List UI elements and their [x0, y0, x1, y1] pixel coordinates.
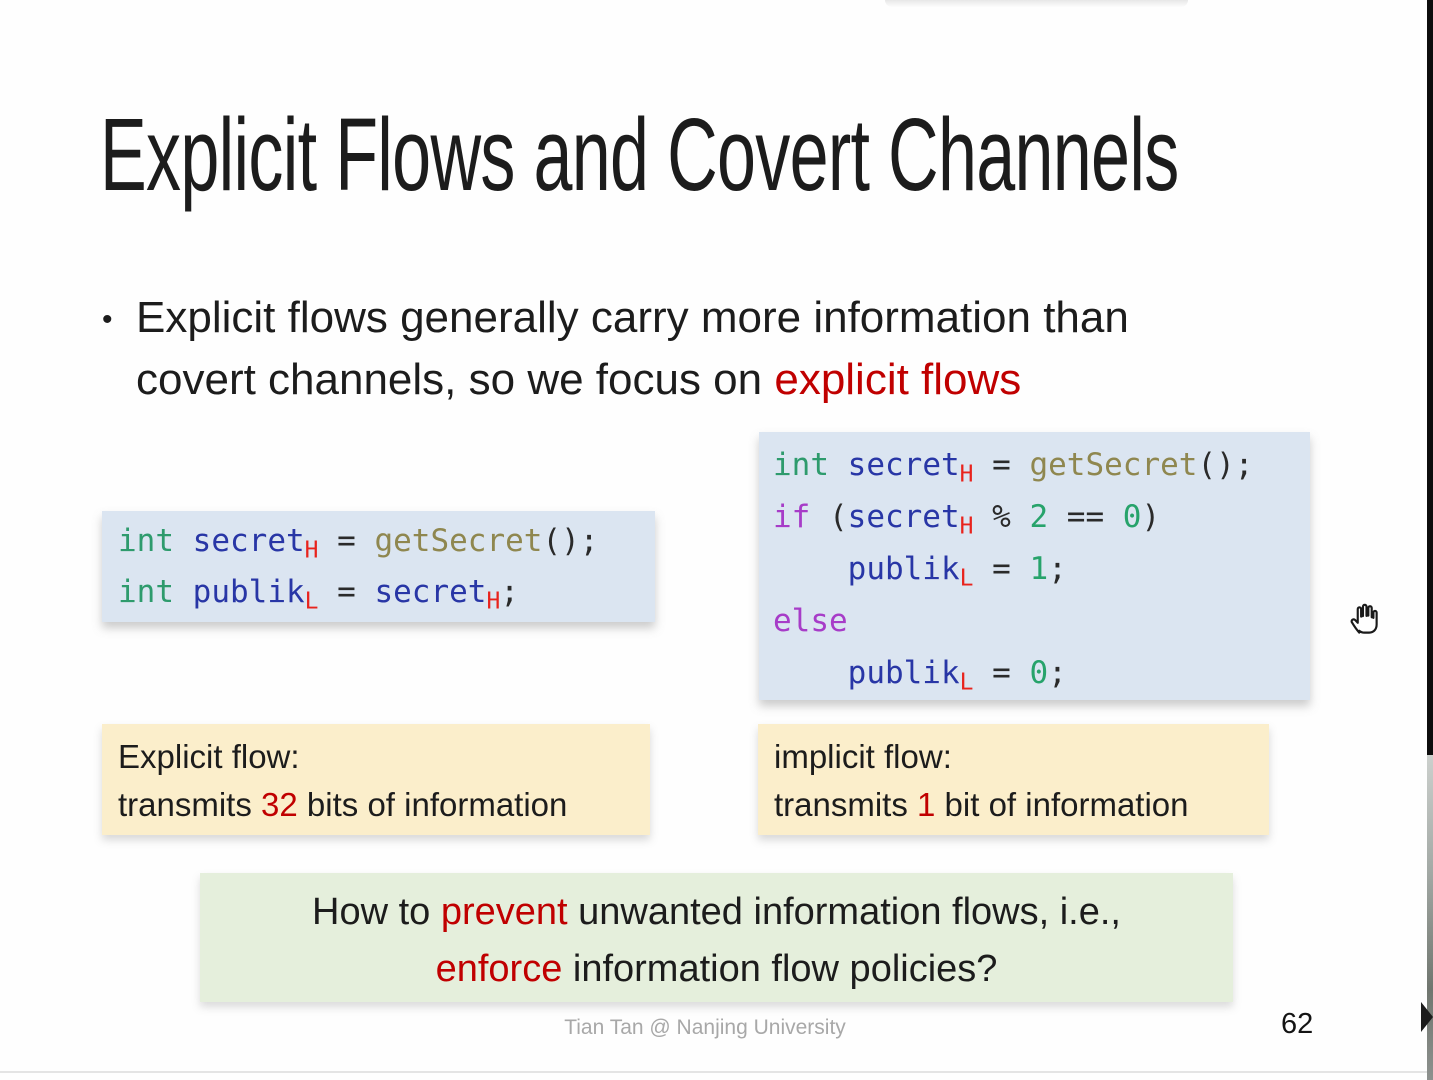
bullet-text-2-highlight: explicit flows: [774, 355, 1022, 404]
note-implicit-heading: implicit flow:: [774, 738, 952, 775]
code-token: secret: [847, 447, 960, 483]
code-token: int: [118, 574, 174, 610]
note-box-explicit-flow: Explicit flow: transmits 32 bits of info…: [102, 724, 650, 835]
code-token: ();: [1197, 447, 1254, 483]
code-line: if (secretH % 2 == 0): [773, 491, 1310, 543]
code-token: (: [810, 499, 848, 535]
code-subscript: L: [304, 588, 319, 615]
note-implicit-pre: transmits: [774, 786, 918, 823]
question-l2-post: information flow policies?: [562, 948, 998, 990]
note-explicit-body: transmits 32 bits of information: [118, 781, 650, 829]
code-token: publik: [847, 551, 960, 587]
code-token: getSecret: [374, 523, 543, 559]
code-token: getSecret: [1029, 447, 1198, 483]
scrollbar-thumb[interactable]: [1427, 755, 1433, 1080]
code-line: publikL = 0;: [773, 647, 1310, 699]
question-line-1: How to prevent unwanted information flow…: [200, 884, 1233, 941]
code-token: [773, 655, 848, 691]
bottom-edge-divider: [0, 1071, 1427, 1073]
code-token: [174, 523, 193, 559]
note-implicit-post: bit of information: [935, 786, 1189, 823]
note-box-implicit-flow: implicit flow: transmits 1 bit of inform…: [758, 724, 1269, 835]
code-subscript: H: [959, 461, 974, 488]
code-token: ;: [1048, 551, 1067, 587]
page-number: 62: [1281, 1008, 1314, 1040]
code-line: int publikL = secretH;: [118, 567, 655, 618]
note-implicit-body: transmits 1 bit of information: [774, 781, 1269, 829]
page-title: Explicit Flows and Covert Channels: [100, 100, 1433, 210]
code-subscript: L: [959, 565, 974, 592]
page-title-text: Explicit Flows and Covert Channels: [100, 97, 1179, 212]
code-token: =: [973, 655, 1030, 691]
code-token: int: [773, 447, 829, 483]
question-l1-highlight: prevent: [440, 891, 568, 933]
code-subscript: H: [304, 537, 319, 564]
code-token: =: [973, 551, 1030, 587]
code-token: secret: [192, 523, 305, 559]
bullet-line-2: covert channels, so we focus on explicit…: [100, 349, 1129, 411]
question-box: How to prevent unwanted information flow…: [200, 873, 1233, 1002]
code-token: ): [1141, 499, 1161, 535]
question-l1-pre: How to: [312, 891, 441, 933]
code-token: publik: [192, 574, 305, 610]
code-token: =: [973, 447, 1030, 483]
code-token: %: [973, 499, 1030, 535]
code-token: ==: [1048, 499, 1123, 535]
code-token: if: [773, 499, 811, 535]
note-explicit-heading: Explicit flow:: [118, 738, 300, 775]
code-token: ;: [500, 574, 519, 610]
bullet-text-1: Explicit flows generally carry more info…: [136, 293, 1129, 342]
note-implicit-value: 1: [917, 786, 936, 823]
right-edge-letterbox: [1427, 0, 1433, 755]
note-explicit-post: bits of information: [297, 786, 568, 823]
code-token: [773, 551, 848, 587]
code-token: 0: [1029, 655, 1049, 691]
code-token: [829, 447, 848, 483]
code-line: int secretH = getSecret();: [773, 439, 1310, 491]
bullet-item: • Explicit flows generally carry more in…: [100, 287, 1129, 411]
note-explicit-pre: transmits: [118, 786, 262, 823]
bullet-text-2: covert channels, so we focus on: [136, 355, 775, 404]
footer-credit: Tian Tan @ Nanjing University: [564, 1016, 846, 1039]
code-token: [174, 574, 193, 610]
code-token: secret: [374, 574, 487, 610]
code-token: 2: [1029, 499, 1049, 535]
code-token: ;: [1048, 655, 1067, 691]
question-l2-highlight: enforce: [435, 948, 563, 990]
note-explicit-value: 32: [261, 786, 298, 823]
code-block-explicit-flow: int secretH = getSecret();int publikL = …: [102, 511, 655, 622]
hidden-toolbar-shadow: [885, 0, 1188, 7]
bullet-marker: •: [102, 303, 113, 336]
code-token: =: [318, 523, 375, 559]
code-token: ();: [542, 523, 599, 559]
code-subscript: H: [959, 513, 974, 540]
hand-grab-cursor: [1346, 595, 1383, 643]
code-block-implicit-flow: int secretH = getSecret();if (secretH % …: [759, 432, 1310, 700]
question-l1-post: unwanted information flows, i.e.,: [567, 891, 1121, 933]
code-subscript: L: [959, 669, 974, 696]
bullet-line-1: Explicit flows generally carry more info…: [100, 287, 1129, 349]
code-token: 0: [1122, 499, 1142, 535]
code-subscript: H: [486, 588, 501, 615]
code-line: publikL = 1;: [773, 543, 1310, 595]
code-token: else: [773, 603, 848, 639]
code-token: publik: [847, 655, 960, 691]
question-line-2: enforce information flow policies?: [200, 941, 1233, 998]
code-token: 1: [1029, 551, 1049, 587]
scrollbar-arrow-icon[interactable]: [1421, 1002, 1433, 1032]
hand-grab-icon: [1350, 603, 1378, 634]
code-line: else: [773, 595, 1310, 647]
code-token: int: [118, 523, 174, 559]
code-token: =: [318, 574, 375, 610]
code-token: secret: [847, 499, 960, 535]
code-line: int secretH = getSecret();: [118, 516, 655, 567]
